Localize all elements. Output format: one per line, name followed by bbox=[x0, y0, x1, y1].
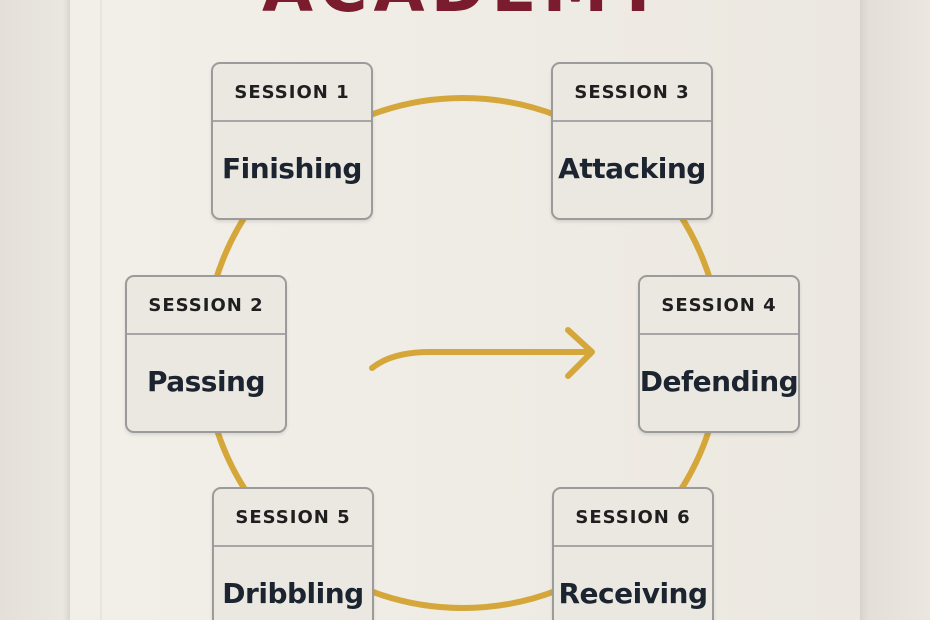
session-card-2: SESSION 2 Passing bbox=[125, 275, 287, 433]
cover-title: ACADEMY bbox=[0, 0, 930, 22]
background-wall bbox=[0, 0, 72, 620]
session-card-6-header: SESSION 6 bbox=[554, 489, 712, 547]
session-card-6-topic: Receiving bbox=[558, 576, 708, 610]
session-card-3: SESSION 3 Attacking bbox=[551, 62, 713, 220]
session-card-5: SESSION 5 Dribbling bbox=[212, 487, 374, 620]
flow-arrow-shaft bbox=[369, 349, 593, 371]
session-card-1-topic: Finishing bbox=[222, 151, 362, 185]
session-card-5-topic: Dribbling bbox=[222, 576, 364, 610]
session-card-1: SESSION 1 Finishing bbox=[211, 62, 373, 220]
session-card-2-topic: Passing bbox=[146, 364, 266, 398]
session-card-4-topic: Defending bbox=[639, 364, 799, 398]
session-card-5-header: SESSION 5 bbox=[214, 489, 372, 547]
session-card-6: SESSION 6 Receiving bbox=[552, 487, 714, 620]
cover-spine-crease bbox=[100, 0, 102, 620]
session-card-1-header: SESSION 1 bbox=[213, 64, 371, 122]
session-card-3-header: SESSION 3 bbox=[553, 64, 711, 122]
session-card-2-header: SESSION 2 bbox=[127, 277, 285, 335]
background-wall-right bbox=[858, 0, 930, 620]
session-card-3-topic: Attacking bbox=[558, 151, 706, 185]
session-card-4-header: SESSION 4 bbox=[640, 277, 798, 335]
session-card-4: SESSION 4 Defending bbox=[638, 275, 800, 433]
flow-arrow-head bbox=[565, 327, 595, 379]
